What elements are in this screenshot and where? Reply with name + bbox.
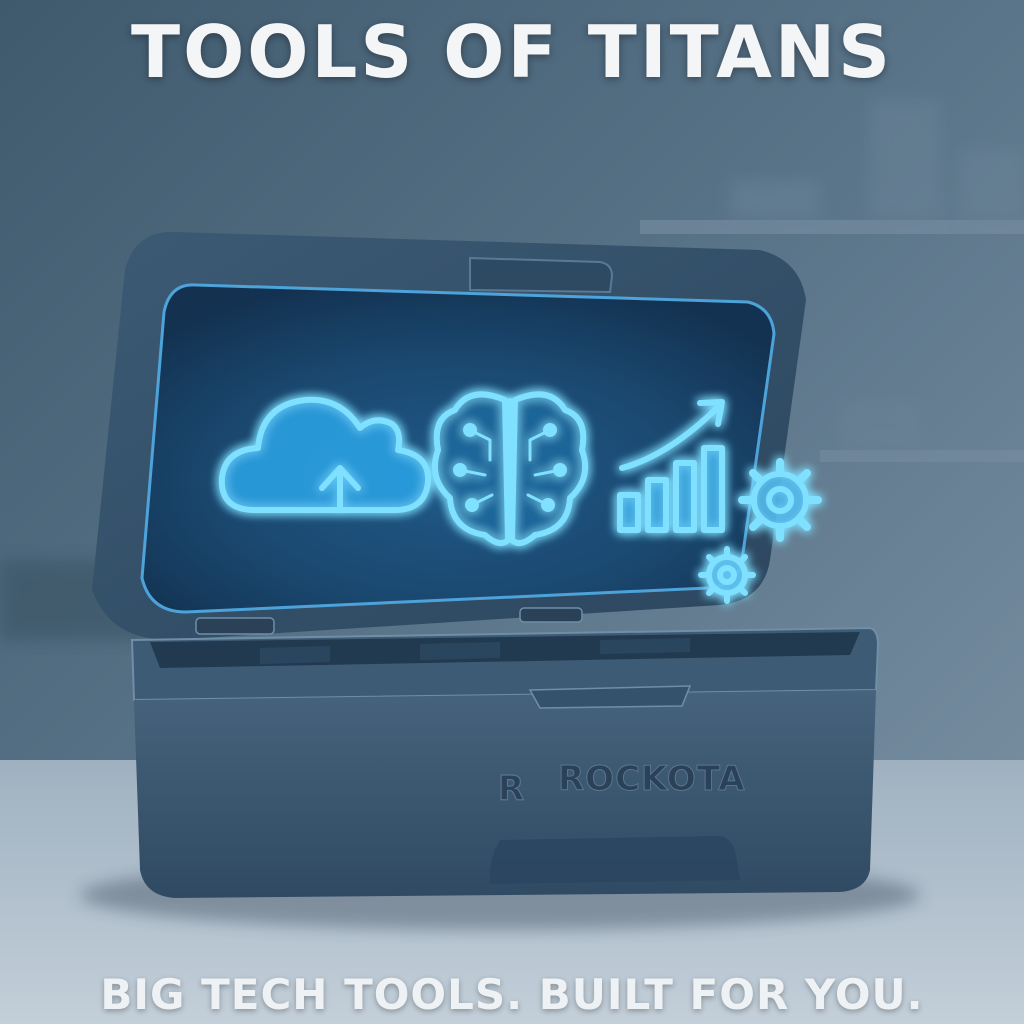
brand-name: ROCKOTA bbox=[558, 759, 746, 799]
base-latch bbox=[528, 685, 692, 709]
growth-chart-icon bbox=[617, 399, 725, 533]
gear-small-icon bbox=[698, 546, 756, 604]
gear-large-icon bbox=[738, 458, 822, 542]
hinge-right bbox=[519, 607, 583, 623]
tagline: BIG TECH TOOLS. BUILT FOR YOU. bbox=[100, 970, 924, 1019]
cloud-upload-icon bbox=[218, 396, 432, 513]
lid-latch bbox=[469, 256, 614, 294]
toolbox-base bbox=[130, 607, 880, 898]
hinge-left bbox=[195, 617, 275, 635]
headline: TOOLS OF TITANS bbox=[130, 10, 894, 94]
brain-circuit-icon bbox=[432, 391, 588, 547]
brand-logo: R ROCKOTA bbox=[497, 759, 746, 810]
brand-mark: R bbox=[498, 769, 525, 809]
background-shelf bbox=[640, 220, 1024, 234]
